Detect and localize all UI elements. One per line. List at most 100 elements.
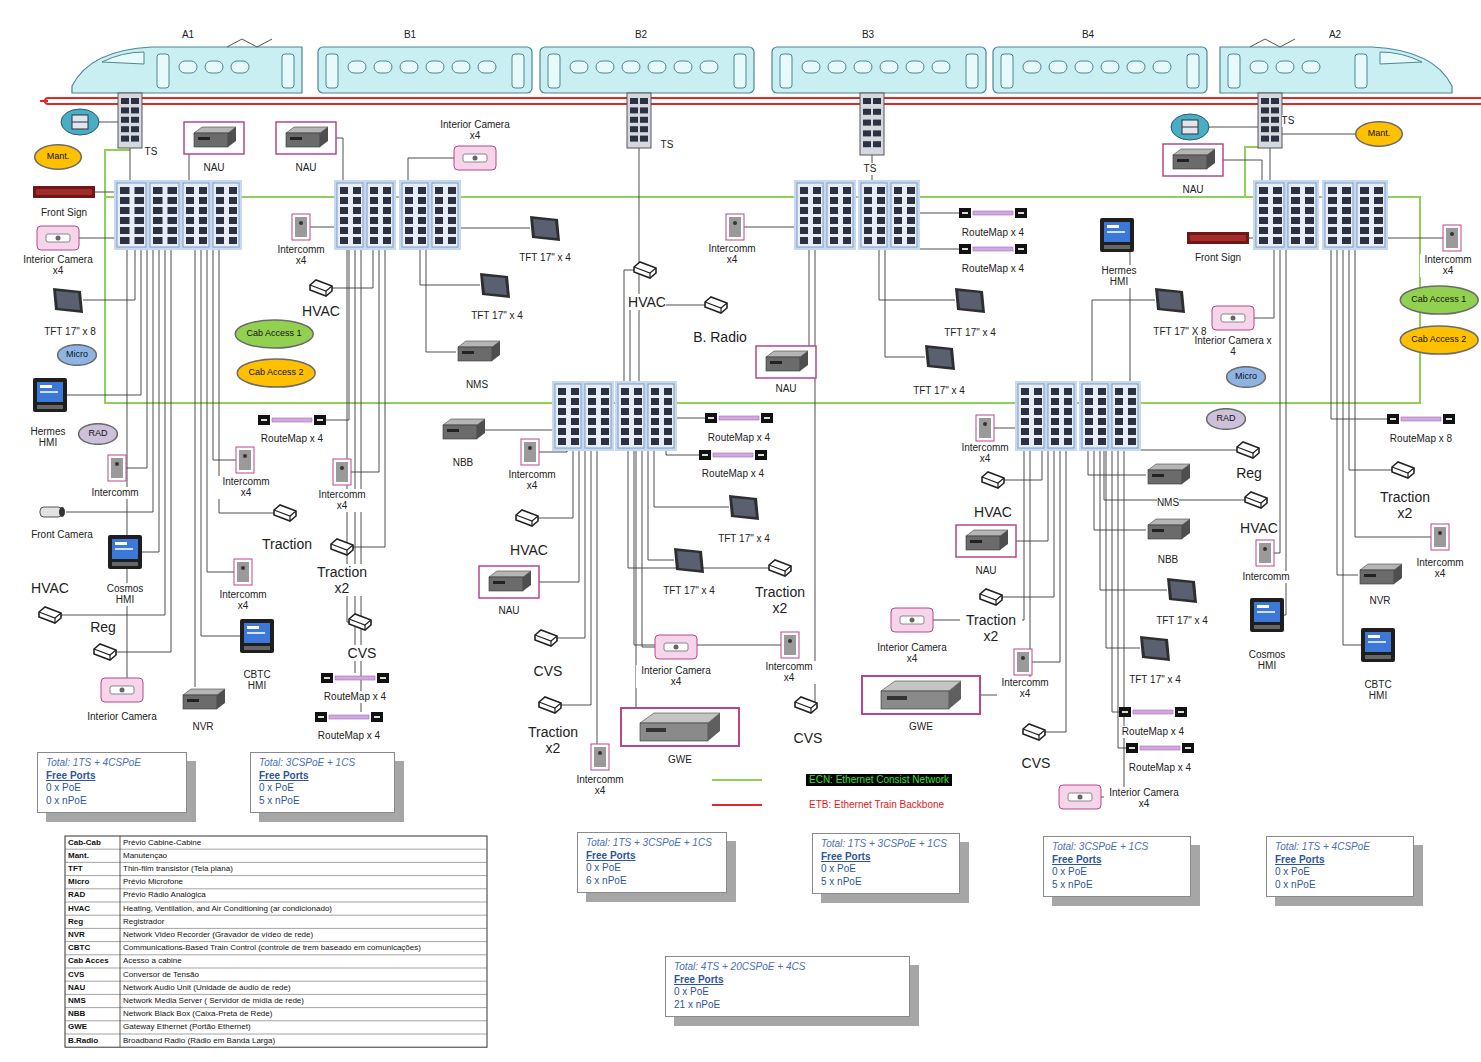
device-label: Traction x2 bbox=[1374, 489, 1436, 521]
switch-port bbox=[153, 227, 163, 234]
switch-port bbox=[877, 227, 885, 234]
hmi-icon bbox=[1361, 628, 1395, 662]
device-module-icon bbox=[554, 708, 555, 713]
routemap-icon bbox=[272, 418, 312, 422]
device-module-icon bbox=[1392, 467, 1414, 473]
ethernet-cable bbox=[809, 247, 810, 346]
switch-group bbox=[1322, 180, 1388, 250]
table-rule bbox=[65, 1007, 487, 1008]
ethernet-switch bbox=[1082, 384, 1108, 448]
device-module-icon bbox=[1252, 453, 1253, 458]
server-icon bbox=[61, 109, 99, 135]
train-car bbox=[772, 47, 986, 93]
equipment-icon bbox=[970, 540, 982, 543]
camera-icon bbox=[473, 156, 478, 161]
ethernet-cable bbox=[1385, 238, 1443, 239]
device-label: RouteMap x 4 bbox=[318, 730, 380, 742]
ethernet-cable bbox=[207, 247, 234, 572]
port-count: 6 x nPoE bbox=[586, 875, 718, 888]
device-module-icon bbox=[349, 614, 371, 630]
switch-port bbox=[1342, 187, 1351, 194]
intercom-icon bbox=[1431, 524, 1449, 550]
hmi-icon bbox=[40, 391, 58, 393]
switch-port bbox=[186, 217, 194, 224]
car-door bbox=[780, 54, 792, 88]
switch-port bbox=[199, 227, 207, 234]
switch-port bbox=[843, 207, 851, 214]
ethernet-cable bbox=[628, 448, 769, 568]
switch-port bbox=[1259, 207, 1268, 214]
switch-port bbox=[1328, 197, 1337, 204]
hmi-icon bbox=[1365, 632, 1391, 652]
device-module-icon bbox=[331, 539, 353, 555]
switch-port bbox=[1273, 237, 1282, 244]
gateway-icon bbox=[887, 696, 907, 700]
train-car bbox=[72, 47, 302, 93]
device-label: RouteMap x 4 bbox=[702, 468, 764, 480]
tft-screen-icon bbox=[928, 348, 952, 367]
equipment-icon bbox=[458, 347, 492, 361]
intercom-icon bbox=[336, 462, 348, 482]
switch-group bbox=[552, 381, 614, 451]
device-module-icon bbox=[1237, 442, 1259, 458]
switch-port bbox=[448, 207, 456, 214]
routemap-icon bbox=[374, 716, 380, 718]
switch-port bbox=[1305, 217, 1314, 224]
switch-group bbox=[114, 180, 182, 250]
intercom-icon bbox=[1450, 232, 1454, 236]
switch-port bbox=[1291, 237, 1300, 244]
ethernet-cable bbox=[326, 247, 349, 420]
hmi-icon bbox=[240, 619, 274, 653]
port-total-box: Total: 3CSPoE + 1CSFree Ports0 x PoE5 x … bbox=[1043, 836, 1191, 897]
ethernet-switch bbox=[150, 183, 179, 247]
ellipse-label: Cab Access 1 bbox=[1411, 295, 1466, 304]
switch-port bbox=[813, 227, 821, 234]
switch-port bbox=[634, 408, 642, 415]
device-module-icon bbox=[784, 571, 785, 576]
table-rule bbox=[65, 902, 487, 903]
device-ellipse: Micro bbox=[1226, 366, 1266, 388]
ethernet-cable bbox=[195, 247, 196, 687]
device-label: RouteMap x 8 bbox=[1390, 433, 1452, 445]
device-module-icon bbox=[980, 589, 1002, 605]
etb-backbone bbox=[40, 100, 48, 102]
table-rule bbox=[120, 836, 121, 1047]
table-cell: NBB bbox=[68, 1009, 85, 1018]
switch-port bbox=[1051, 428, 1059, 435]
car-door bbox=[282, 54, 294, 88]
switch-port bbox=[1360, 197, 1369, 204]
gateway-icon bbox=[881, 691, 949, 709]
switch-port bbox=[873, 109, 881, 115]
device-label: TFT 17" x 4 bbox=[663, 585, 715, 597]
switch-port bbox=[877, 197, 885, 204]
tft-screen-icon bbox=[480, 273, 510, 298]
ethernet-cable bbox=[1254, 247, 1274, 318]
equipment-icon bbox=[1364, 574, 1376, 577]
switch-group bbox=[180, 180, 242, 250]
device-module-icon bbox=[531, 521, 532, 526]
camera-icon bbox=[56, 236, 61, 241]
switch-port bbox=[571, 388, 579, 395]
camera-icon bbox=[37, 226, 79, 250]
table-cell: Registrador bbox=[123, 917, 164, 926]
equipment-icon bbox=[1177, 159, 1189, 162]
switch-port bbox=[877, 217, 885, 224]
device-label: Intercomm x4 bbox=[504, 469, 560, 492]
front-camera-icon bbox=[59, 507, 65, 517]
table-rule bbox=[65, 1034, 487, 1035]
gateway-icon bbox=[708, 713, 720, 741]
routemap-icon bbox=[699, 450, 711, 460]
ethernet-switch bbox=[585, 384, 611, 448]
ethernet-cable bbox=[130, 148, 131, 183]
switch-port bbox=[1128, 428, 1136, 435]
switch-port bbox=[651, 398, 659, 405]
camera-icon bbox=[1059, 785, 1101, 809]
switch-port bbox=[405, 217, 413, 224]
routemap-icon bbox=[335, 676, 375, 680]
intercom-icon bbox=[594, 747, 606, 767]
routemap-icon bbox=[959, 208, 971, 218]
switch-port bbox=[1328, 207, 1337, 214]
equipment-icon bbox=[443, 425, 477, 439]
switch-port bbox=[1034, 398, 1042, 405]
free-ports-heading: Free Ports bbox=[46, 770, 178, 783]
